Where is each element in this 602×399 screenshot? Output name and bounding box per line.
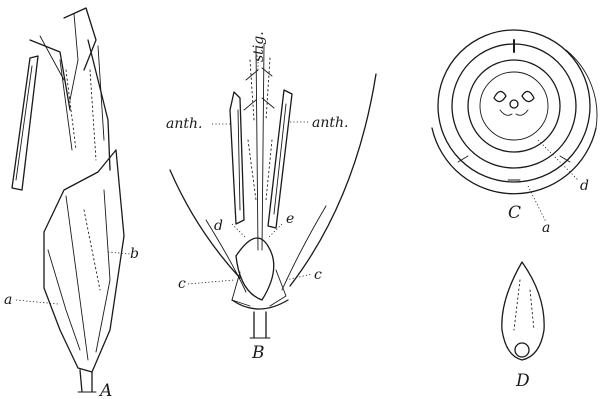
figure-c-floral-diagram (432, 30, 597, 194)
label-c-right: c (314, 267, 322, 283)
figure-b-flower (170, 44, 376, 338)
label-figure-b: B (251, 343, 265, 363)
figure-d-seed (502, 262, 544, 360)
label-anth-left: anth. (166, 116, 202, 132)
label-a-figure-c: a (542, 220, 550, 236)
label-anth-right: anth. (312, 115, 348, 131)
label-d-figure-b: d (214, 218, 223, 234)
label-figure-a: A (98, 381, 112, 399)
figure-a-spikelet (12, 8, 124, 392)
label-a-figure-a: a (4, 292, 12, 308)
label-figure-c: C (508, 203, 521, 223)
label-figure-d: D (515, 371, 530, 391)
label-c-left: c (178, 276, 186, 292)
label-b-figure-a: b (130, 246, 139, 262)
label-d-figure-c: d (580, 178, 589, 194)
label-e-figure-b: e (286, 211, 294, 227)
leader-lines (16, 56, 578, 304)
label-stig: stig. (251, 31, 267, 62)
